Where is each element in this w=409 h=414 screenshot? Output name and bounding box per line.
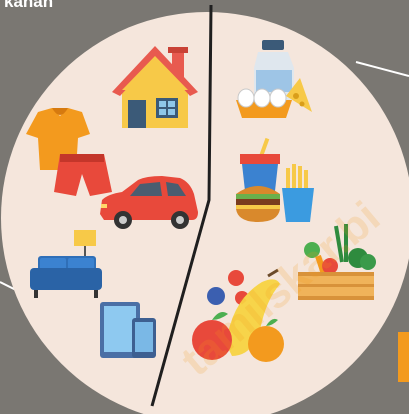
car-icon	[100, 176, 198, 229]
side-tab	[398, 332, 409, 382]
tablet-phone-icon	[100, 302, 156, 358]
divider-line	[150, 4, 213, 407]
vegetable-crate-icon	[298, 224, 376, 300]
callout-line-right	[355, 61, 409, 77]
burger-fries-drink-icon	[236, 137, 314, 222]
fruits-icon	[192, 268, 284, 362]
milk-eggs-cheese-icon	[236, 40, 312, 118]
top-label: kanan	[4, 0, 54, 11]
sofa-lamp-icon	[30, 230, 102, 298]
tshirt-shorts-icon	[26, 108, 112, 196]
house-icon	[112, 46, 198, 128]
